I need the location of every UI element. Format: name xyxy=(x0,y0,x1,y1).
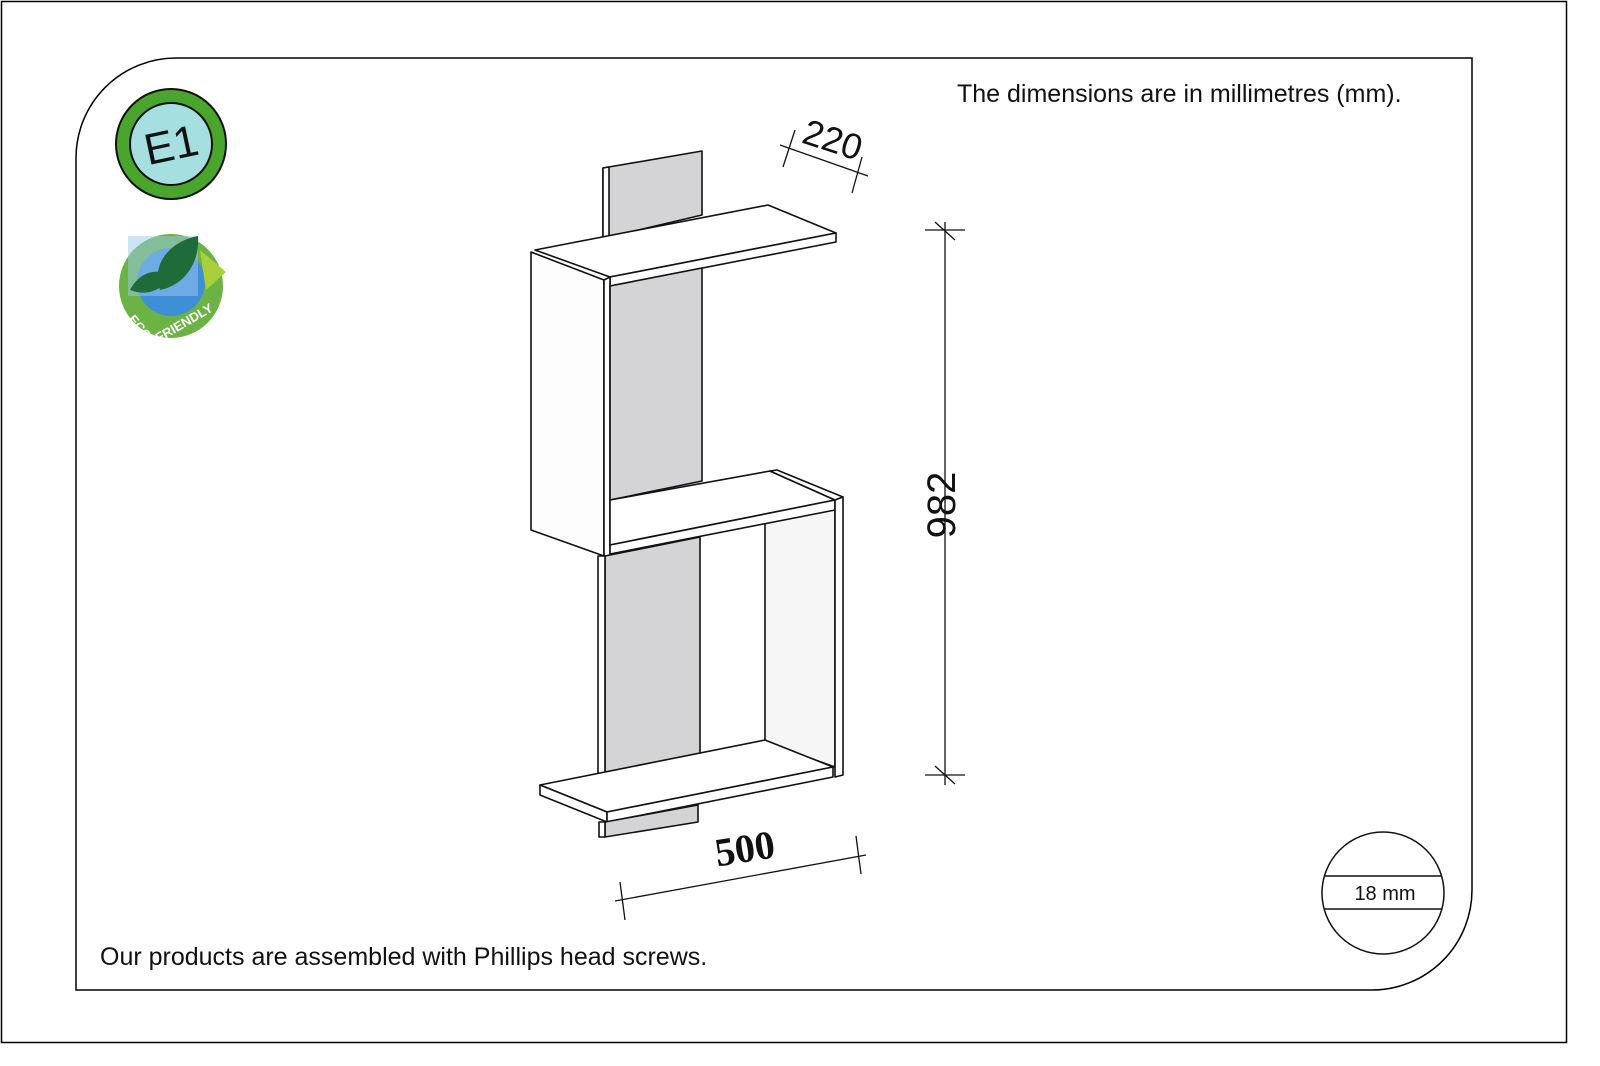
e1-label: E1 xyxy=(140,116,203,175)
height-dimension: 982 xyxy=(920,472,964,539)
shelf-illustration xyxy=(530,150,844,838)
eco-friendly-icon: ECO FRIENDLY xyxy=(119,234,226,345)
outer-border xyxy=(0,0,1568,1044)
thickness-indicator: 18 mm xyxy=(1321,831,1445,955)
dimension-lines xyxy=(614,129,965,921)
width-dimension: 500 xyxy=(712,822,778,876)
inner-frame xyxy=(75,57,1473,991)
e1-badge-icon: E1 xyxy=(115,88,227,200)
thickness-label: 18 mm xyxy=(1354,883,1415,905)
units-note: The dimensions are in millimetres (mm). xyxy=(957,80,1402,108)
depth-dimension: 220 xyxy=(798,111,868,169)
screws-note: Our products are assembled with Phillips… xyxy=(100,943,708,971)
